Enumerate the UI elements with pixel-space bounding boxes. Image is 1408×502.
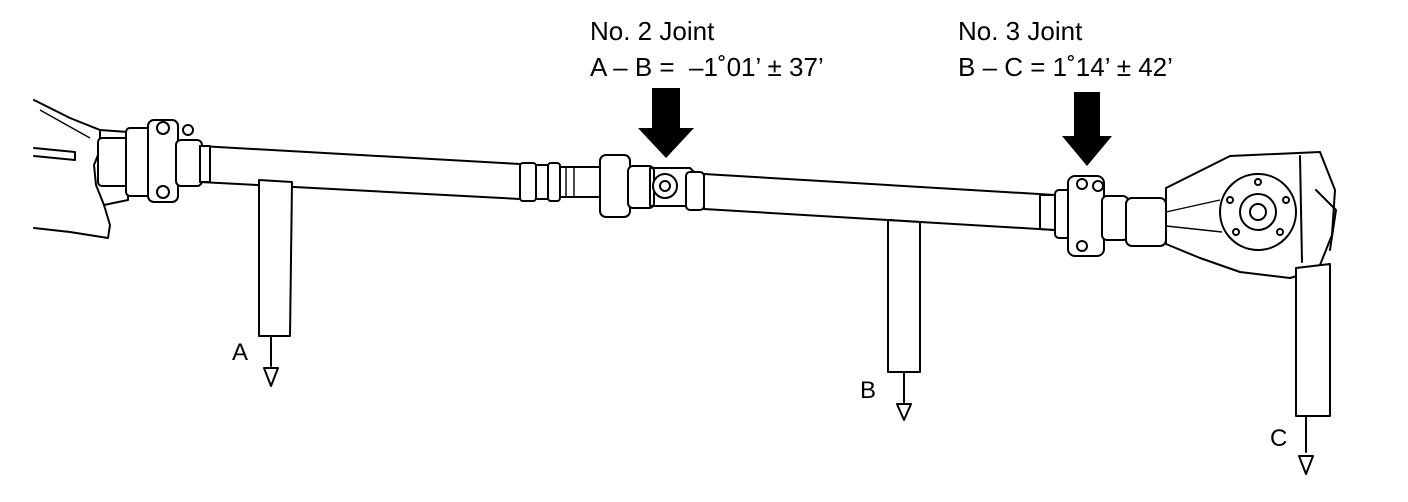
- no3-joint-angle-spec: B – C = 1˚14’ ± 42’: [958, 52, 1173, 82]
- no2-joint-angle-spec: A – B = –1˚01’ ± 37’: [590, 52, 824, 82]
- gauge-label-a: A: [232, 339, 248, 366]
- angle-gauge-c: [1295, 263, 1331, 475]
- no3-joint-title: No. 3 Joint: [958, 16, 1083, 46]
- no2-joint-arrow: [638, 88, 694, 158]
- front-shaft-tube: [199, 145, 521, 200]
- slip-yoke: [519, 162, 601, 202]
- rear-shaft-tube: [703, 173, 1056, 231]
- no2-joint-assembly: [599, 154, 705, 218]
- gauge-label-c: C: [1270, 425, 1287, 452]
- no3-joint-arrow: [1062, 92, 1112, 166]
- front-flange-joint: [97, 119, 203, 203]
- no3-joint-flange: [1054, 175, 1129, 257]
- gauge-label-b: B: [860, 377, 876, 404]
- angle-gauge-b: [887, 219, 921, 421]
- no2-joint-title: No. 2 Joint: [590, 16, 715, 46]
- differential-carrier: [1125, 151, 1337, 279]
- angle-gauge-a: [258, 179, 293, 387]
